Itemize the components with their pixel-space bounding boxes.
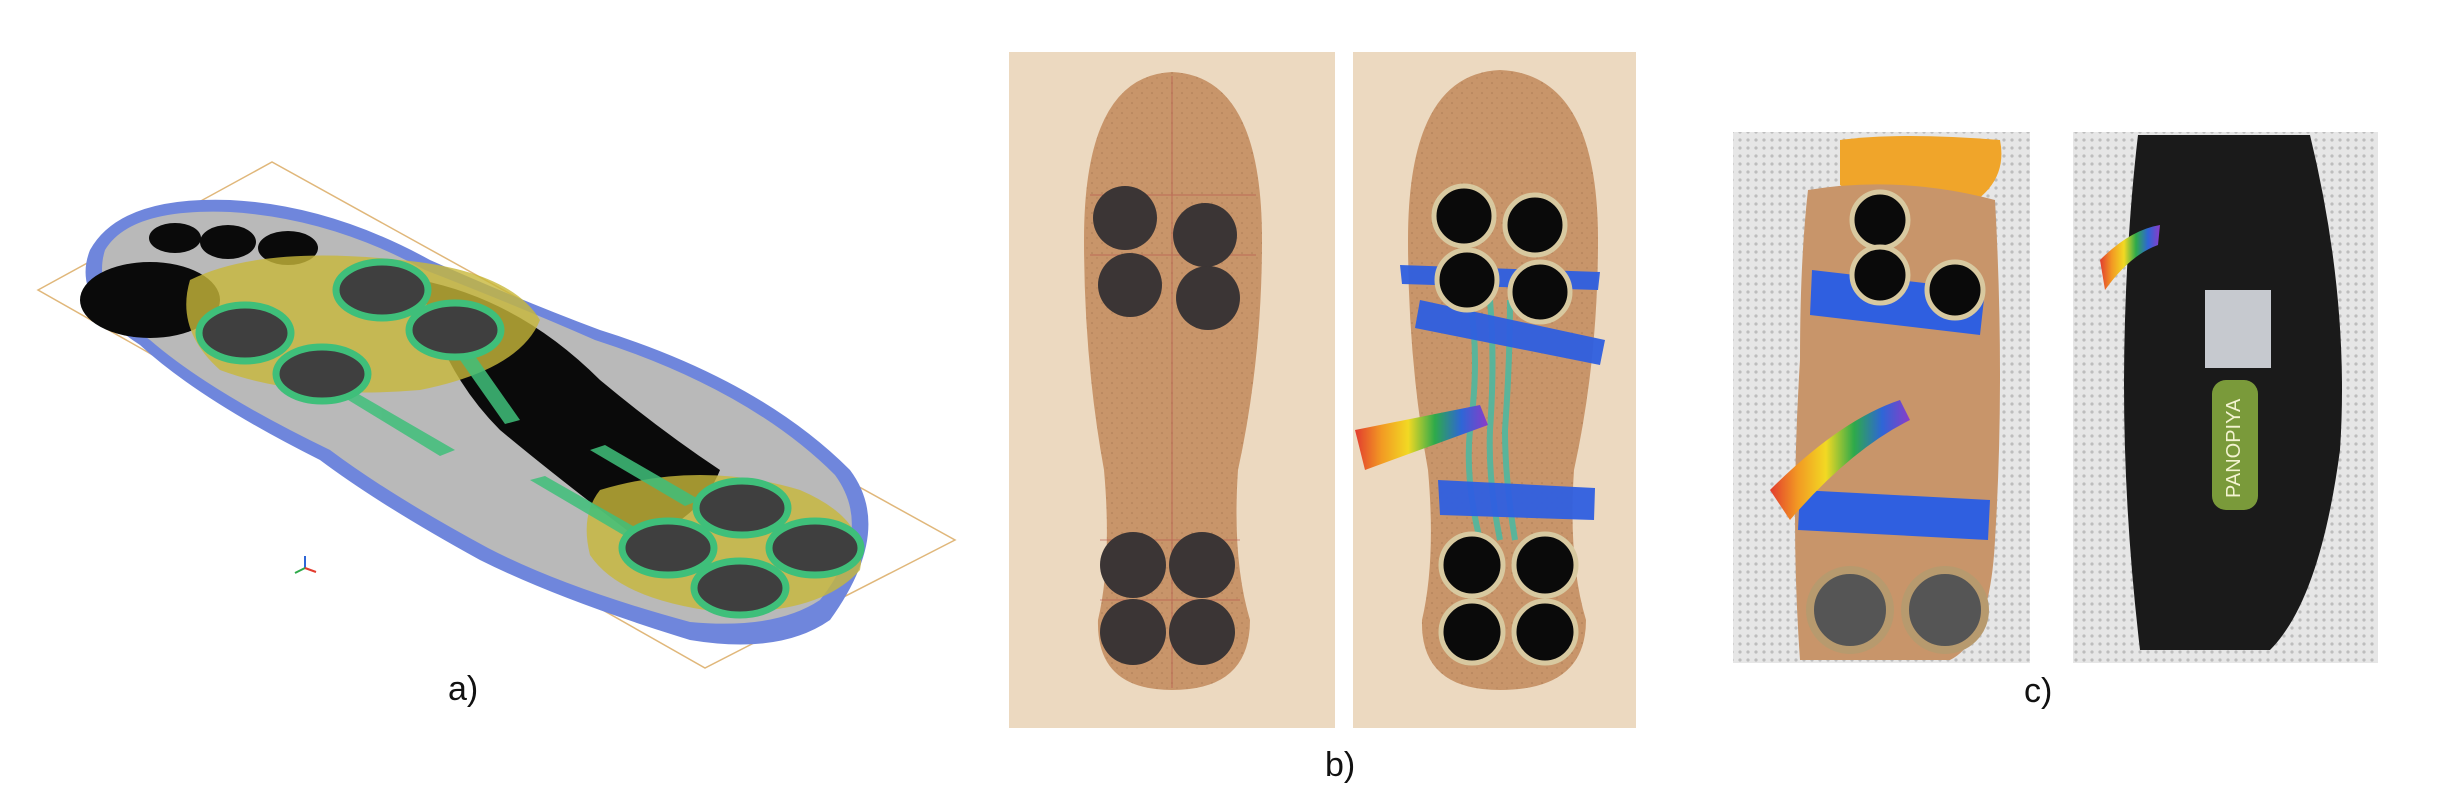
felt-pads-forefoot	[1093, 186, 1240, 330]
pressure-sensor	[1438, 598, 1506, 666]
felt-pad	[1176, 266, 1240, 330]
sensor-pad	[692, 477, 792, 539]
sensor-pad	[690, 557, 790, 619]
sensor-pad	[765, 517, 865, 579]
sensor-traces	[340, 356, 700, 536]
pressure-sensor	[1434, 247, 1500, 313]
sensor-pad	[618, 517, 718, 579]
sensors-heel	[1438, 531, 1579, 666]
panel-c-shoe-photos: PANOPIYA	[1733, 132, 2378, 663]
felt-pad	[1093, 186, 1157, 250]
pressure-sensor	[1511, 598, 1579, 666]
felt-pads-heel	[1100, 532, 1235, 665]
pressure-sensor	[1849, 244, 1911, 306]
felt-pad	[1100, 532, 1166, 598]
sensor-pad	[332, 258, 432, 322]
flex-sensor-strip	[2212, 380, 2258, 510]
pressure-sensor	[1502, 192, 1568, 258]
pressure-sensor	[1438, 531, 1506, 599]
pressure-sensor	[1511, 531, 1579, 599]
felt-pad	[1169, 599, 1235, 665]
pressure-sensor	[1924, 259, 1986, 321]
ribbon-cable	[1355, 405, 1488, 470]
heel-sensor-region	[586, 475, 862, 613]
panel-a-caption: a)	[448, 670, 479, 708]
footprint-toes	[80, 223, 318, 338]
sensors-in-shoe	[1849, 189, 1986, 321]
panel-b-cardboard-insoles	[1009, 52, 1636, 728]
ribbon-cable-shoe	[1770, 400, 1910, 520]
forefoot-sensors	[195, 258, 505, 405]
sensors-forefoot	[1431, 183, 1573, 325]
ribbon-cable-right	[2100, 225, 2160, 290]
sensor-pad	[272, 343, 372, 405]
felt-pad	[1098, 253, 1162, 317]
panel-b-caption: b)	[1325, 746, 1356, 784]
heel-sensors	[618, 477, 865, 619]
felt-pad	[1100, 599, 1166, 665]
sensor-pad	[405, 299, 505, 361]
panel-a-insole-model	[36, 161, 957, 669]
pressure-sensor	[1806, 566, 1894, 654]
pressure-sensor	[1431, 183, 1497, 249]
sensor-pad	[195, 301, 295, 365]
felt-pad	[1169, 532, 1235, 598]
axis-gizmo-icon	[294, 556, 317, 574]
pressure-sensor	[1507, 259, 1573, 325]
electronics-module	[2205, 290, 2271, 368]
pressure-sensor	[1901, 566, 1989, 654]
felt-pad	[1173, 203, 1237, 267]
insole-brand-label: PANOPIYA	[2223, 398, 2245, 498]
pressure-sensor	[1849, 189, 1911, 251]
heel-sensors-in-shoe	[1806, 566, 1989, 654]
panel-c-caption: c)	[2024, 672, 2053, 710]
